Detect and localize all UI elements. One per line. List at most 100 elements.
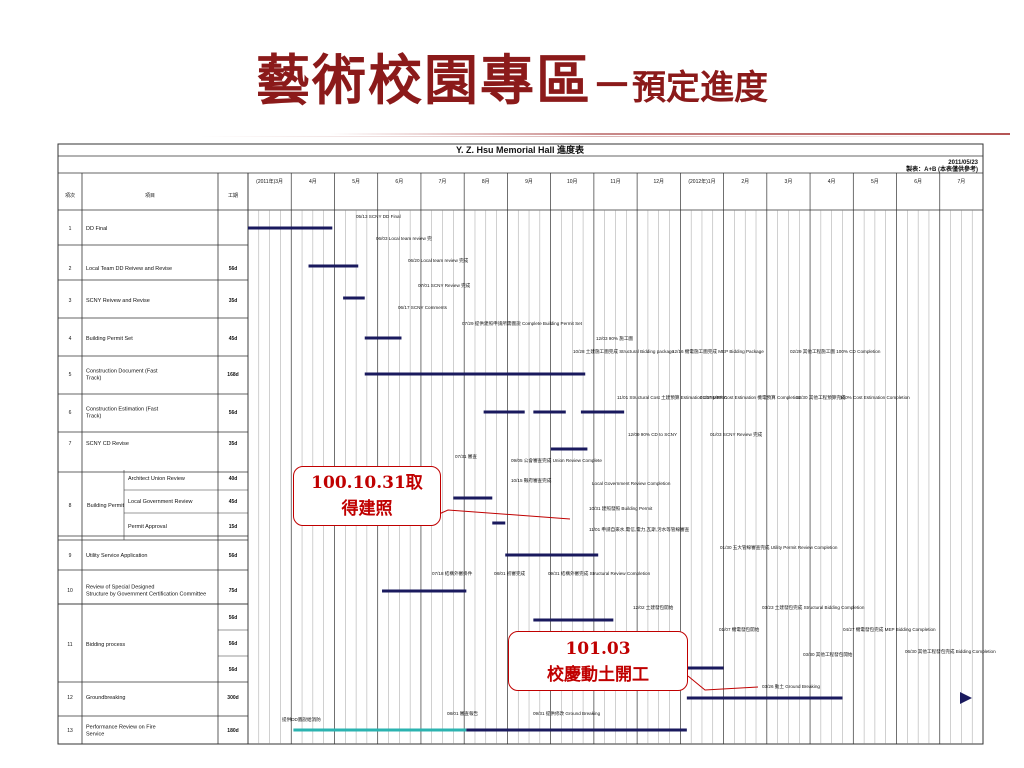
gantt-bar: [308, 264, 359, 268]
gantt-bidding-duration: 56d: [229, 615, 238, 621]
gantt-bar: [667, 666, 724, 670]
gantt-annotation: 08/01 審查報告: [447, 710, 479, 717]
gantt-month-label: 12月: [653, 179, 664, 185]
gantt-row-label: Track): [86, 414, 102, 420]
gantt-row-no: 13: [67, 728, 73, 734]
gantt-month-label: 3月: [785, 179, 793, 185]
gantt-date: 2011/05/23: [948, 160, 978, 166]
gantt-bar-arrow: [960, 692, 972, 704]
gantt-annotation: 08/01 初審完成: [494, 570, 526, 577]
gantt-annotation: 10/31 建照發照 Building Permit: [589, 505, 653, 512]
callout-2-line-2: 校慶動土開工: [547, 665, 649, 685]
gantt-row-duration: 300d: [227, 695, 238, 701]
gantt-month-label: 5月: [352, 179, 360, 185]
gantt-row-no: 1: [69, 226, 72, 232]
gantt-row-no: 2: [69, 266, 72, 272]
gantt-annotation: 06/03 Local team review 完: [376, 235, 432, 242]
gantt-annotation: 07/29 提供建照申請所需圖說 Complete Building Permi…: [462, 320, 583, 327]
gantt-annotation: 12/16 機電施工圖完成 MEP Bidding Package: [672, 348, 764, 355]
gantt-subrow-label: Permit Approval: [128, 524, 167, 530]
gantt-row-duration: 35d: [229, 298, 238, 304]
callout-building-permit: 100.10.31取 得建照: [293, 466, 441, 526]
gantt-annotation: 提供DD圖說給消防: [282, 716, 321, 723]
gantt-row-label: Local Team DD Reivew and Revise: [86, 266, 172, 272]
gantt-month-label: 6月: [395, 179, 403, 185]
gantt-month-label: 4月: [309, 179, 317, 185]
gantt-annotation: 11/01 申請自來水,電信,電力,瓦斯,污水等管線審查: [589, 526, 690, 533]
gantt-row-label: Construction Estimation (Fast: [86, 407, 159, 413]
gantt-month-label: 9月: [525, 179, 533, 185]
gantt-annotation: 09/31 結構外審完成 Structural Review Completio…: [548, 570, 651, 577]
gantt-subrow-duration: 15d: [229, 524, 238, 530]
gantt-row-label: Building Permit Set: [86, 336, 133, 342]
title-main: 藝術校園專區: [256, 48, 592, 112]
gantt-row-no: 11: [67, 642, 72, 648]
gantt-row-no: 7: [69, 441, 72, 447]
gantt-month-label: 5月: [871, 179, 879, 185]
gantt-month-label: 7月: [957, 179, 965, 185]
gantt-annotation: 07/18 結構外審掛件: [432, 570, 473, 577]
title-underline-faint: [200, 136, 1000, 137]
gantt-row-no: 5: [69, 372, 72, 378]
gantt-bar: [492, 521, 506, 525]
gantt-annotation: 01/03 SCNY Review 完成: [710, 431, 763, 438]
gantt-month-label: 6月: [914, 179, 922, 185]
gantt-row-label: Bidding process: [86, 642, 125, 648]
gantt-row-duration: 56d: [229, 266, 238, 272]
gantt-annotation: 12/03 90% 施工圖: [596, 335, 633, 342]
gantt-row-duration: 168d: [227, 372, 238, 378]
callout-2-line-1: 101.03: [565, 639, 631, 659]
gantt-annotation: 06/17 SCNY Comments: [398, 305, 448, 310]
gantt-row-duration: 35d: [229, 441, 238, 447]
gantt-head-item: 項目: [145, 193, 155, 199]
gantt-bar: [293, 728, 467, 732]
gantt-month-label: 10月: [567, 179, 578, 185]
gantt-month-label: 4月: [828, 179, 836, 185]
gantt-bar: [505, 553, 599, 557]
gantt-row-duration: 45d: [229, 336, 238, 342]
callout-groundbreaking: 101.03 校慶動土開工: [508, 631, 688, 691]
gantt-bar: [580, 410, 625, 414]
gantt-annotation: 03/23 土建發包完成 Structural Bidding Completi…: [762, 604, 865, 611]
gantt-month-label: 8月: [482, 179, 490, 185]
gantt-row-duration: 75d: [229, 588, 238, 594]
gantt-row-no: 9: [69, 553, 72, 559]
gantt-bar: [686, 696, 843, 700]
gantt-subrow-duration: 40d: [229, 476, 238, 482]
gantt-row-duration: 56d: [229, 553, 238, 559]
title-sub: 預定進度: [632, 68, 768, 108]
gantt-row-label: Structure by Government Certification Co…: [86, 592, 206, 598]
gantt-row-label: Review of Special Designed: [86, 585, 154, 591]
gantt-annotation: 12/09 90% CD to SCNY: [628, 432, 677, 437]
gantt-row-no: 4: [69, 336, 72, 342]
gantt-title: Y. Z. Hsu Memorial Hall 進度表: [456, 144, 585, 155]
gantt-annotation: 09/31 提供修改 Ground Breaking: [533, 710, 601, 717]
gantt-annotation: 05/13 SCNY DD Final: [356, 214, 401, 219]
gantt-subrow-duration: 45d: [229, 499, 238, 505]
callout-1-line-2: 得建照: [341, 499, 393, 519]
gantt-annotation: 09/05 公會審查完成 Union Review Complete: [511, 457, 602, 464]
gantt-row-no: 10: [67, 588, 73, 594]
gantt-bar: [533, 618, 614, 622]
gantt-subrow-label: Local Government Review: [128, 499, 193, 505]
title-dash: －: [592, 62, 632, 109]
gantt-bar: [550, 447, 588, 451]
gantt-row-label: Utility Service Application: [86, 553, 147, 559]
gantt-row-label: Groundbreaking: [86, 695, 125, 701]
title-underline: [330, 133, 1010, 135]
gantt-annotation: 03/30 其他工程預算完成: [796, 394, 846, 401]
gantt-head-no: 項次: [65, 192, 75, 199]
callout-2-pointer: [687, 675, 759, 691]
gantt-annotation: 01/07 MEP Cost Estimation 機電預算 Completio…: [700, 394, 801, 401]
gantt-row-label: Building Permit: [87, 503, 124, 509]
gantt-bar: [248, 226, 333, 230]
gantt-annotation: 12/02 土建發包開始: [633, 604, 674, 611]
gantt-annotation: 02/29 其他工程施工圖 100% CD Completion: [790, 348, 881, 355]
gantt-row-no: 3: [69, 298, 72, 304]
gantt-bidding-duration: 56d: [229, 667, 238, 673]
gantt-month-label: 11月: [610, 179, 620, 185]
gantt-annotation: 07/01 SCNY Review 完成: [418, 282, 471, 289]
gantt-annotation: 07/31 審查: [455, 453, 477, 460]
gantt-row-duration: 56d: [229, 410, 238, 416]
